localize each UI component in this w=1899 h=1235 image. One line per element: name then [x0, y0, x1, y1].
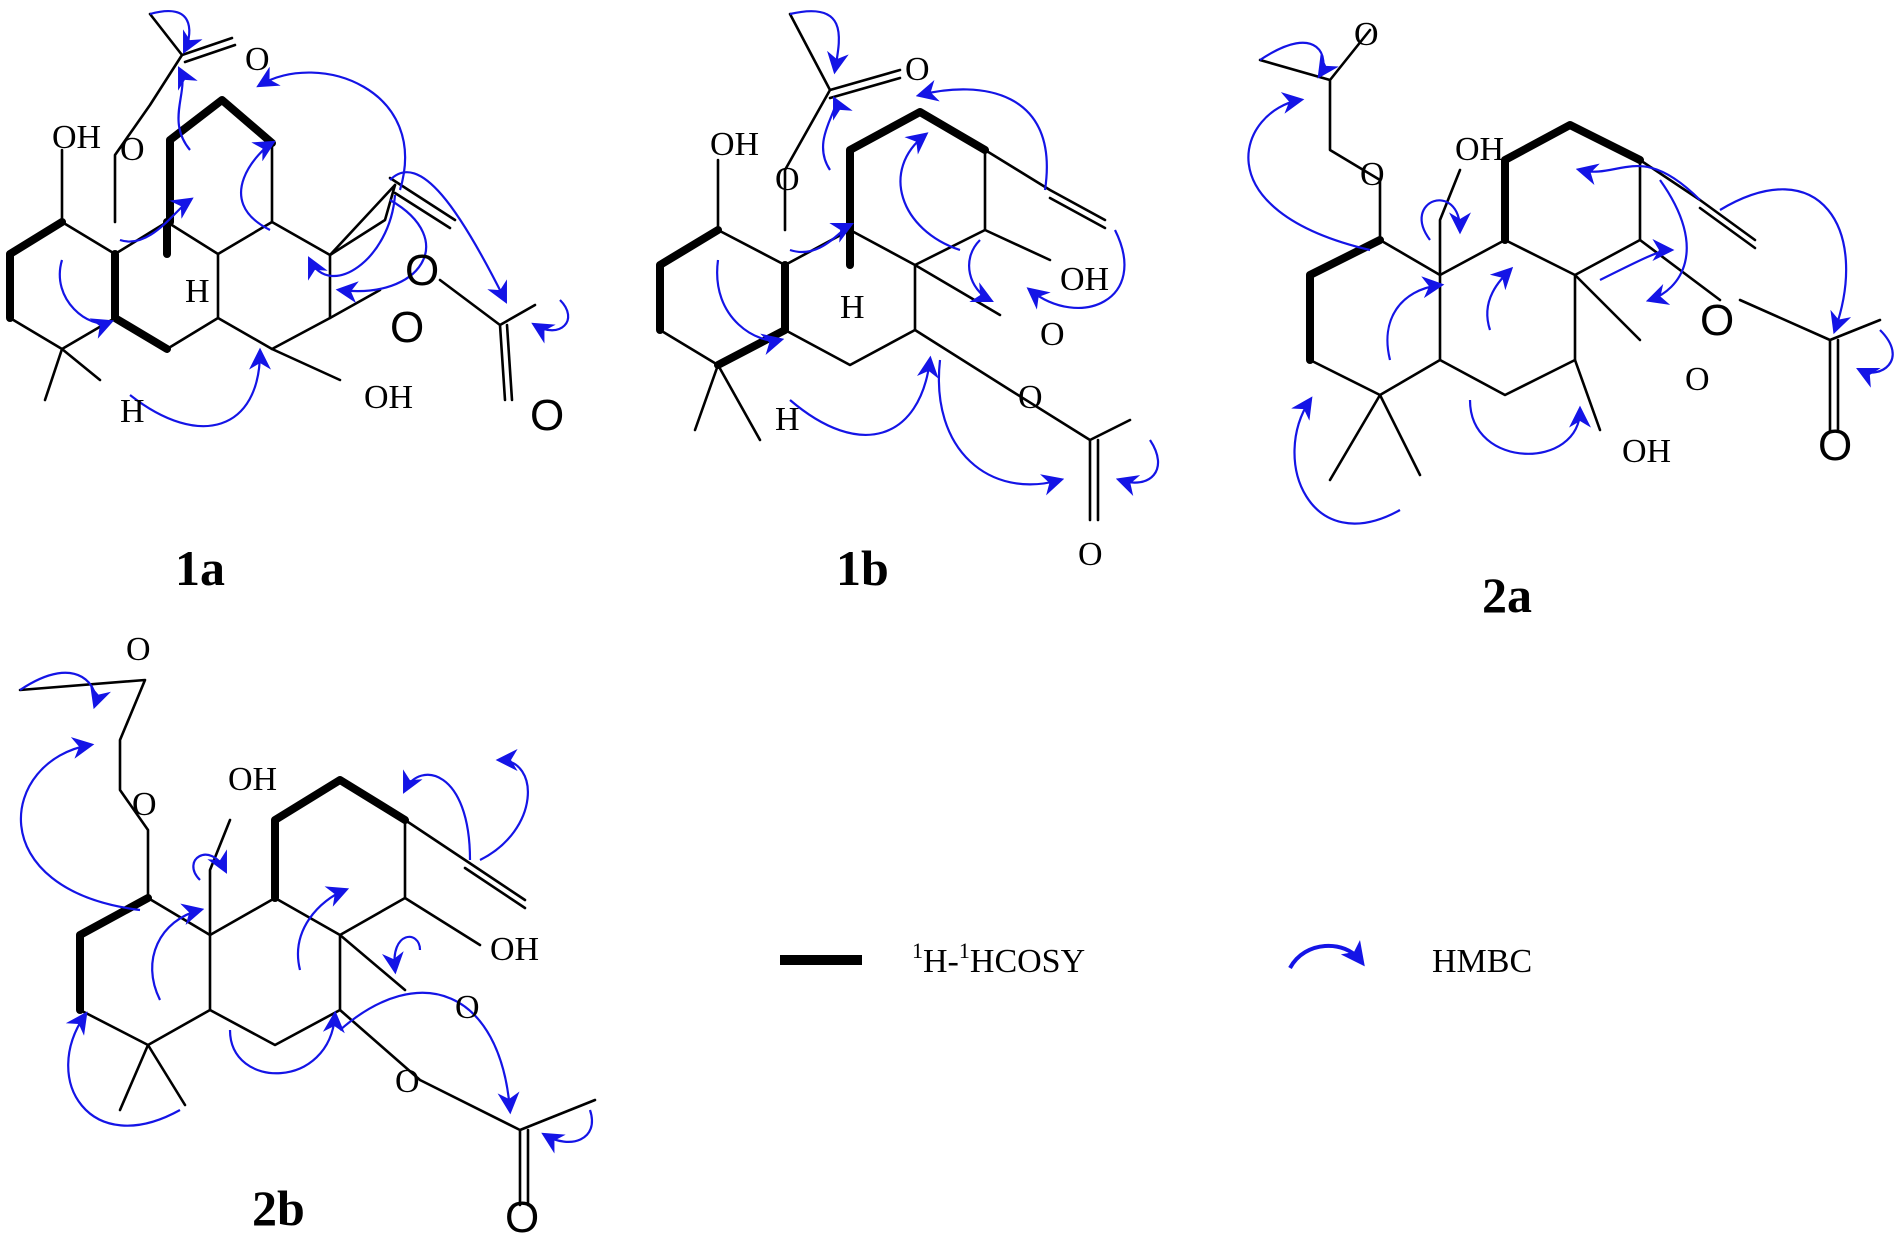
atom-label: O: [1354, 16, 1379, 53]
atom-label: OH: [52, 119, 101, 156]
atom-label: O: [120, 131, 145, 168]
hmbc-legend-arrow-icon: [1288, 940, 1365, 970]
atom-label: O: [1700, 296, 1734, 345]
atom-label: O: [455, 989, 480, 1026]
atom-label: O: [505, 1193, 539, 1235]
atom-label: O: [1685, 361, 1710, 398]
atom-label: O: [1078, 536, 1103, 573]
atom-label: O: [530, 391, 564, 440]
compound-label-1a: 1a: [175, 540, 225, 596]
atom-label: O: [1040, 316, 1065, 353]
compound-1b-hmbc-arrows: [716, 10, 1160, 496]
atom-label: O: [1818, 421, 1852, 470]
atom-label: OH: [490, 931, 539, 968]
compound-1a-hmbc-arrows: [58, 10, 570, 428]
cosy-sup-2: 1: [959, 938, 970, 963]
atom-label: O: [905, 51, 930, 88]
compound-label-2b: 2b: [252, 1180, 305, 1235]
atom-label: O: [132, 786, 157, 823]
cosy-legend-label: 1H-1HCOSY: [912, 938, 1085, 980]
compound-2b-hmbc-arrows: [19, 671, 593, 1154]
atom-label: O: [390, 303, 424, 352]
atom-label: O: [405, 246, 439, 295]
atom-label: OH: [1622, 433, 1671, 470]
cosy-h: H-: [923, 943, 959, 980]
atom-label: H: [120, 393, 145, 430]
compound-label-2a: 2a: [1482, 567, 1532, 623]
atom-label: OH: [1060, 261, 1109, 298]
cosy-sup-1: 1: [912, 938, 923, 963]
legend: 1H-1HCOSY HMBC: [780, 938, 1532, 980]
atom-label: OH: [710, 126, 759, 163]
atom-label: O: [775, 161, 800, 198]
atom-label: OH: [228, 761, 277, 798]
atom-label: H: [185, 273, 210, 310]
compound-label-1b: 1b: [836, 540, 889, 596]
atom-label: H: [775, 401, 800, 438]
atom-label: OH: [364, 379, 413, 416]
atom-label: O: [395, 1063, 420, 1100]
atom-label: O: [1360, 156, 1385, 193]
atom-label: H: [840, 289, 865, 326]
compound-2a-hmbc-arrows: [1247, 41, 1894, 525]
compound-2b-structure: [18, 678, 597, 1207]
cosy-tail: HCOSY: [970, 943, 1085, 980]
atom-label: O: [126, 631, 151, 668]
compound-2a-structure: [1258, 28, 1882, 482]
atom-label: O: [1018, 379, 1043, 416]
atom-label: OH: [1455, 131, 1504, 168]
compound-1a-structure: [6, 12, 537, 402]
hmbc-legend-label: HMBC: [1432, 943, 1532, 980]
compound-1b-structure: [656, 12, 1132, 522]
atom-label: O: [245, 41, 270, 78]
